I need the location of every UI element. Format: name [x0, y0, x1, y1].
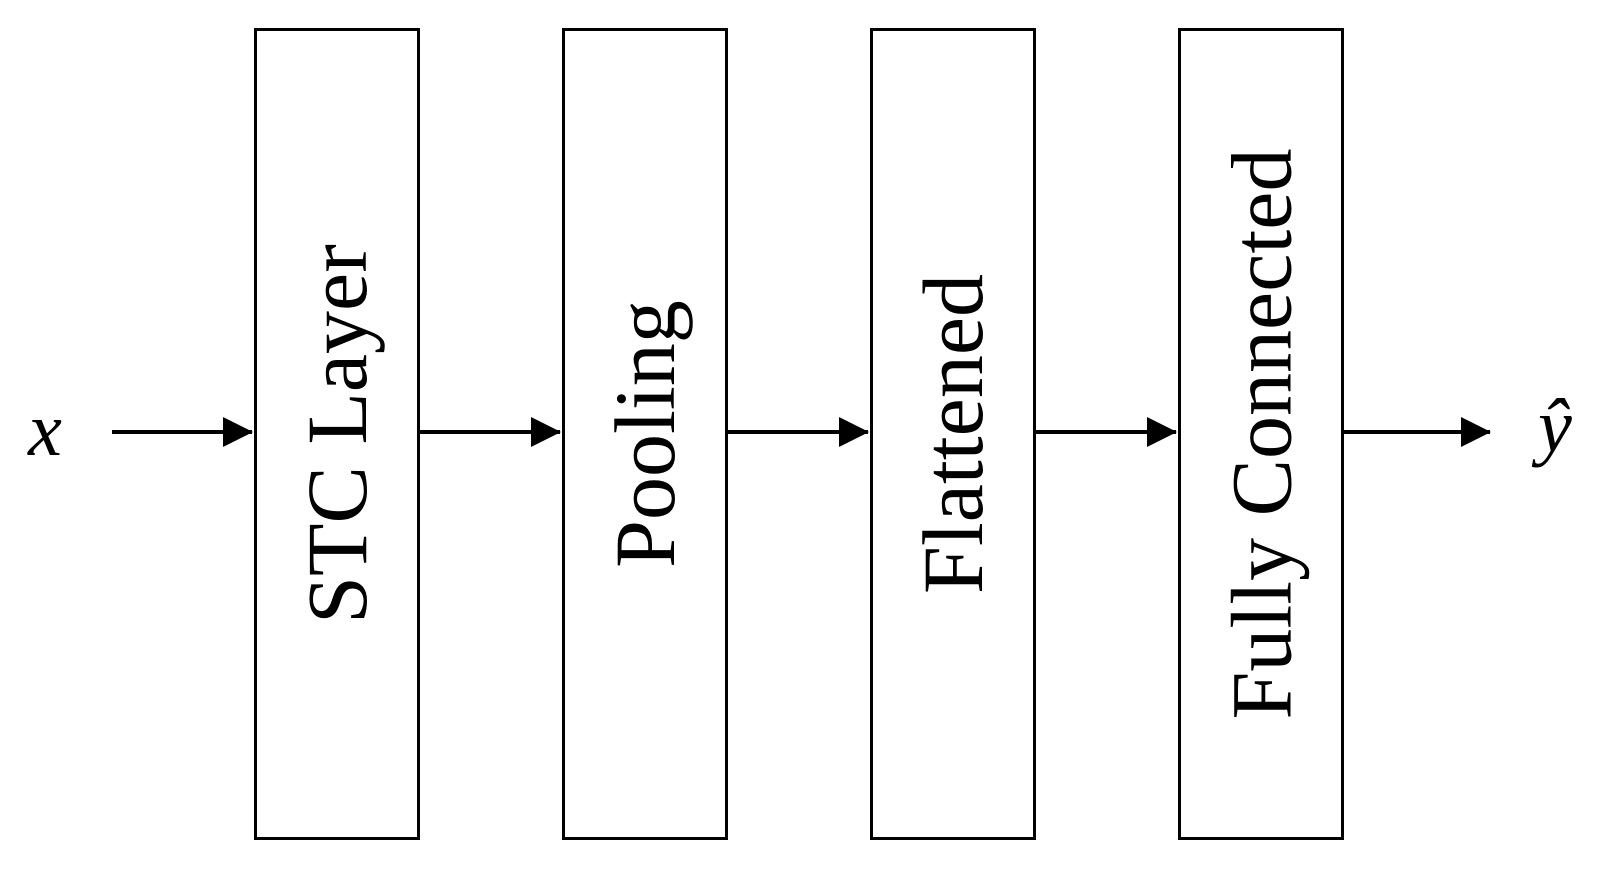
node-stc-layer: STC Layer: [254, 28, 420, 840]
node-stc-layer-label: STC Layer: [289, 244, 385, 624]
node-fully-connected-label: Fully Connected: [1213, 148, 1310, 720]
node-fully-connected: Fully Connected: [1178, 28, 1344, 840]
node-flattened-label: Flattened: [905, 273, 1001, 595]
output-label: ŷ: [1538, 384, 1572, 468]
node-pooling: Pooling: [562, 28, 728, 840]
node-pooling-label: Pooling: [597, 300, 693, 568]
input-label: x: [28, 388, 62, 472]
node-flattened: Flattened: [870, 28, 1036, 840]
